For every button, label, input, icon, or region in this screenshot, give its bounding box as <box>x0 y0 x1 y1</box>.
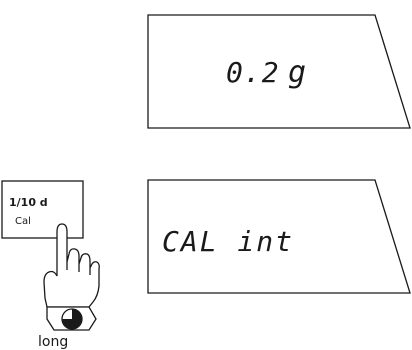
cal-key-primary-label: 1/10 d <box>9 196 48 209</box>
long-press-timer-icon <box>46 306 97 331</box>
display-panel-bottom: CAL int <box>147 179 411 294</box>
weight-readout-unit: g <box>288 55 306 90</box>
display-frame-top <box>147 14 411 129</box>
cal-key[interactable]: 1/10 d Cal <box>1 180 84 239</box>
display-panel-top: 0.2 g <box>147 14 411 129</box>
cal-key-secondary-label: Cal <box>15 216 31 227</box>
long-press-caption: long <box>38 334 68 350</box>
cal-key-outline[interactable] <box>1 180 84 239</box>
display-frame-bottom <box>147 179 411 294</box>
calibration-mode-readout: CAL int <box>162 225 294 258</box>
weight-readout-value: 0.2 <box>226 56 280 89</box>
pointing-hand-icon <box>43 223 100 308</box>
timer-fill-wedge <box>62 309 82 329</box>
